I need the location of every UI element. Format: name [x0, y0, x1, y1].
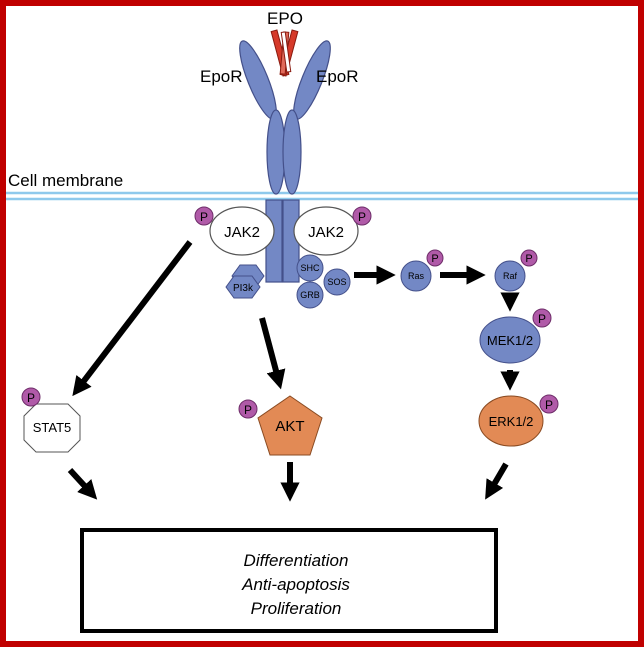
raf-phospho	[520, 249, 538, 267]
epor-receptor	[239, 40, 331, 283]
arrow-stat5-to-outcome	[67, 467, 98, 500]
erk-label: ERK1/2	[489, 414, 534, 429]
ras-phospho-label: P	[431, 253, 438, 265]
pi3k-label: PI3k	[233, 283, 254, 294]
raf-label: Raf	[503, 271, 518, 281]
raf-phospho-label: P	[525, 253, 532, 265]
jak2-right-phospho	[352, 206, 372, 226]
sos-node	[323, 268, 351, 296]
mek-node	[479, 316, 541, 364]
ras-node	[400, 260, 432, 292]
stat5-label: STAT5	[33, 420, 72, 435]
mek-label: MEK1/2	[487, 333, 533, 348]
jak2-left-phospho	[194, 206, 214, 226]
akt-phospho-label: P	[244, 403, 252, 417]
outcome-proliferation: Proliferation	[251, 599, 342, 618]
arrow-erk-to-outcome	[485, 462, 509, 500]
shc-node	[296, 254, 324, 282]
epor-right-label: EpoR	[316, 67, 359, 86]
epo-label: EPO	[267, 9, 303, 28]
outcome-anti-apoptosis: Anti-apoptosis	[241, 575, 350, 594]
stat5-node	[23, 403, 81, 453]
grb-node	[296, 281, 324, 309]
arrow-jak2-to-stat5	[72, 240, 193, 397]
jak2-right	[293, 206, 359, 256]
outcome-box	[80, 528, 498, 633]
jak2-left	[209, 206, 275, 256]
cell-membrane	[6, 191, 638, 201]
ras-label: Ras	[408, 271, 425, 281]
jak2-left-label: JAK2	[224, 224, 260, 241]
pi3k-hexagon	[225, 275, 261, 299]
jak2-left-phospho-label: P	[200, 210, 208, 224]
mek-phospho-label: P	[538, 312, 546, 326]
epo-ligand	[270, 29, 299, 77]
erk-node	[478, 395, 544, 447]
jak2-right-label: JAK2	[308, 224, 344, 241]
mek-phospho	[532, 308, 552, 328]
erk-phospho	[539, 394, 559, 414]
ras-phospho	[426, 249, 444, 267]
stat5-phospho	[21, 387, 41, 407]
grb-label: GRB	[300, 290, 320, 300]
jak2-right-phospho-label: P	[358, 210, 366, 224]
membrane-label: Cell membrane	[8, 171, 123, 190]
akt-phospho	[238, 399, 258, 419]
epor-left-label: EpoR	[200, 67, 243, 86]
arrow-pi3k-to-akt	[259, 317, 286, 390]
raf-node	[494, 260, 526, 292]
sos-label: SOS	[327, 277, 346, 287]
erk-phospho-label: P	[545, 398, 553, 412]
outcome-differentiation: Differentiation	[244, 551, 349, 570]
akt-node	[257, 395, 323, 456]
akt-label: AKT	[275, 418, 304, 435]
stat5-phospho-label: P	[27, 391, 35, 405]
shc-label: SHC	[300, 263, 320, 273]
